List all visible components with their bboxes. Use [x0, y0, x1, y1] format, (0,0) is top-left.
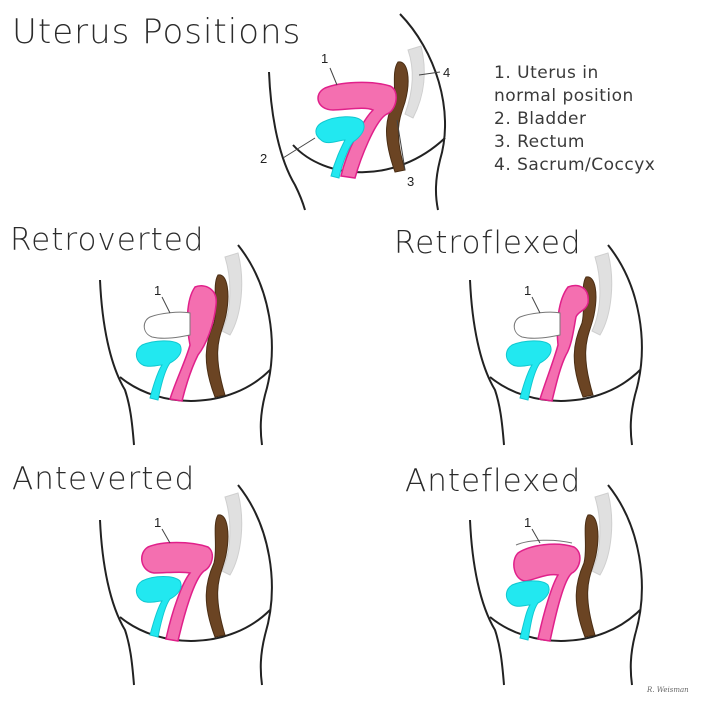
bladder-shape [505, 580, 550, 641]
body-outline-right [237, 244, 273, 446]
uterus-shape [539, 284, 589, 402]
leader-line-1 [531, 296, 541, 314]
sacrum-shape [404, 45, 425, 119]
label-3: 3 [407, 174, 414, 189]
body-outline-left [469, 279, 505, 446]
pelvic-floor-line [119, 369, 271, 402]
body-outline-right [237, 484, 273, 686]
legend-item-sacrum: 4. Sacrum/Coccyx [494, 155, 656, 175]
sacrum-shape [591, 252, 613, 336]
body-outline-right [399, 13, 447, 211]
leader-line-1 [329, 67, 338, 86]
body-outline-left [268, 71, 306, 211]
label-1: 1 [154, 283, 161, 298]
bladder-shape [315, 116, 365, 179]
bladder-shape [135, 340, 182, 401]
leader-line-1 [531, 528, 541, 544]
sacrum-shape [591, 492, 613, 576]
body-outline-left [99, 279, 135, 446]
pelvic-floor-line [119, 609, 271, 642]
artist-credit: R. Weisman [647, 686, 689, 694]
figure-anteverted: 1 [99, 484, 273, 686]
figure-retroverted: 1 [99, 244, 273, 446]
leader-line-1 [161, 296, 171, 314]
bladder-shape [135, 576, 182, 638]
figure-retroflexed: 1 [469, 244, 643, 446]
label-1: 1 [321, 51, 328, 66]
rectum-shape [386, 61, 409, 173]
leader-line-3 [396, 119, 406, 171]
pelvic-floor-line [292, 137, 446, 174]
sacrum-shape [221, 252, 243, 336]
label-2: 2 [260, 151, 267, 166]
leader-line-2 [282, 137, 316, 159]
rectum-shape [575, 514, 599, 638]
rectum-shape [205, 514, 229, 638]
uterus-shape [169, 285, 217, 402]
legend-item-uterus: 1. Uterus in [494, 63, 599, 83]
body-outline-right [607, 244, 643, 446]
body-outline-left [99, 519, 135, 686]
retroverted-title: Retroverted [10, 222, 205, 258]
label-1: 1 [524, 515, 531, 530]
sacrum-shape [221, 492, 243, 576]
uterus-shape [141, 541, 214, 642]
bladder-shape [505, 340, 552, 401]
legend-item-rectum: 3. Rectum [494, 132, 585, 152]
label-1: 1 [154, 515, 161, 530]
figure-anteflexed: 1 [469, 484, 643, 686]
label-4: 4 [443, 65, 450, 80]
legend-item-uterus-cont: normal position [494, 86, 634, 106]
body-outline-left [469, 519, 505, 686]
rectum-shape [573, 276, 597, 398]
uterus-shape [317, 81, 397, 179]
uterus-normal-outline [143, 311, 191, 339]
label-1: 1 [524, 283, 531, 298]
page-title: Uterus Positions [12, 12, 302, 52]
leader-line-1 [161, 528, 171, 544]
legend-item-bladder: 2. Bladder [494, 109, 587, 129]
figure-normal: 1 2 3 4 [260, 13, 450, 211]
retroflexed-title: Retroflexed [394, 225, 582, 261]
legend: 1. Uterus in normal position 2. Bladder … [494, 62, 655, 177]
pelvic-floor-line [489, 369, 641, 402]
uterus-normal-outline [515, 539, 573, 546]
leader-line-4 [418, 71, 441, 76]
anteflexed-title: Anteflexed [405, 463, 582, 499]
uterus-normal-outline [513, 311, 561, 339]
body-outline-right [607, 484, 643, 686]
anteverted-title: Anteverted [12, 461, 196, 497]
pelvic-floor-line [489, 609, 641, 642]
